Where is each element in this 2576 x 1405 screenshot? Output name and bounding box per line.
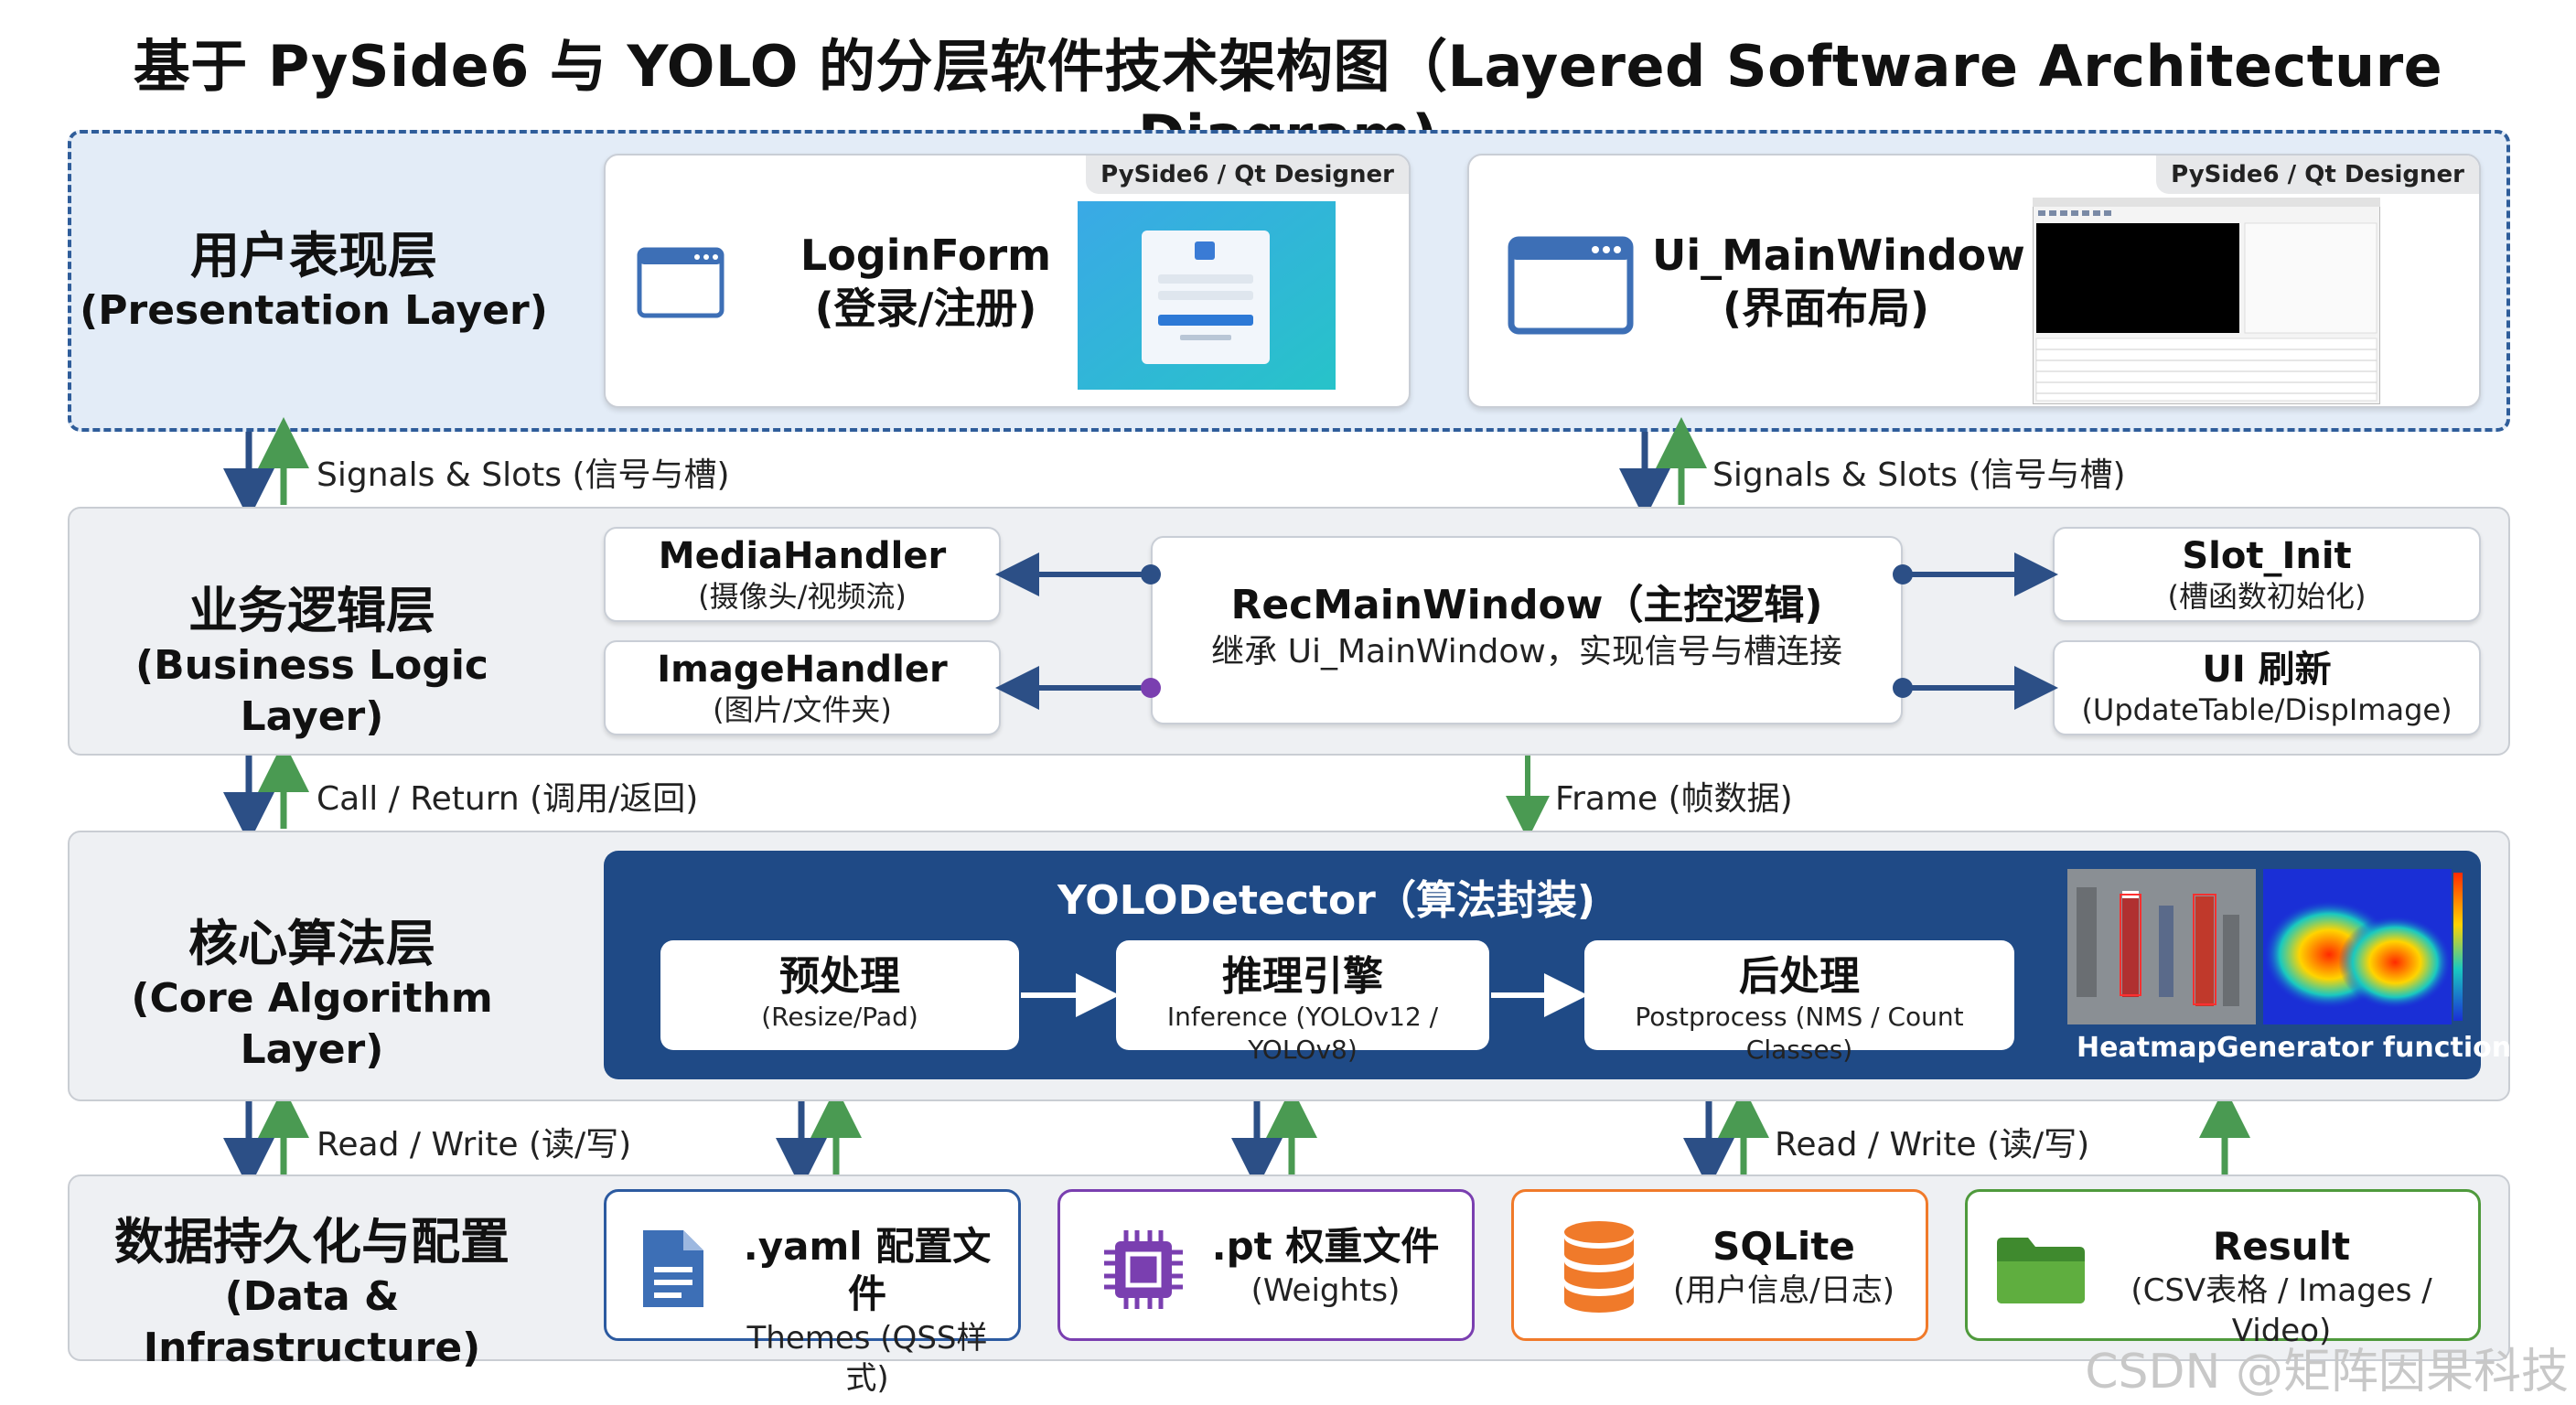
preprocess-sub: (Resize/Pad) [761,1002,918,1032]
data-layer-cn: 数据持久化与配置 [114,1213,510,1271]
heatmap-preview-image [2067,869,2463,1024]
data-layer-title: 数据持久化与配置 (Data & Infrastructure) [70,1213,554,1374]
read-write-right-label: Read / Write (读/写) [1775,1126,2090,1164]
slot-init-name: Slot_Init [2182,535,2352,577]
pipeline-arrows [1021,973,1588,1017]
inference-name: 推理引擎 [1222,953,1383,1000]
loginform-label: LoginForm (登录/注册) [761,229,1090,335]
yolodetector-title: YOLODetector（算法封装) [1057,877,1595,924]
folder-icon [1997,1238,2085,1303]
mediahandler-box[interactable]: MediaHandler (摄像头/视频流) [604,527,1001,622]
mainwindow-card[interactable]: PySide6 / Qt Designer Ui_MainWindow (界面布… [1467,154,2481,408]
database-icon [1564,1221,1634,1313]
loginform-name: LoginForm [800,231,1052,280]
result-name: Result [2212,1224,2351,1269]
signals-slots-left-label: Signals & Slots (信号与槽) [317,456,730,494]
inference-sub: Inference (YOLOv12 / YOLOv8) [1166,1002,1439,1065]
yaml-config-box[interactable]: .yaml 配置文件 Themes (QSS样式) [604,1189,1021,1397]
ui-refresh-name: UI 刷新 [2202,649,2332,691]
yaml-text: .yaml 配置文件 Themes (QSS样式) [725,1223,1009,1399]
recmainwindow-box[interactable]: RecMainWindow（主控逻辑) 继承 Ui_MainWindow，实现信… [1151,536,1903,724]
business-layer-cn: 业务逻辑层 [188,582,435,639]
mainwindow-label: Ui_MainWindow (界面布局) [1652,229,2025,335]
read-write-left-label: Read / Write (读/写) [317,1126,632,1164]
chip-icon [1104,1230,1183,1309]
ui-refresh-box[interactable]: UI 刷新 (UpdateTable/DispImage) [2053,640,2481,735]
core-layer-cn: 核心算法层 [188,915,435,972]
login-screenshot-thumbnail [1078,201,1336,390]
result-text: Result (CSV表格 / Images / Video) [2094,1223,2469,1351]
window-icon [637,247,724,318]
mediahandler-name: MediaHandler [658,535,947,577]
inference-stage[interactable]: 推理引擎 Inference (YOLOv12 / YOLOv8) [1116,940,1489,1065]
pt-name: .pt 权重文件 [1211,1224,1440,1269]
imagehandler-name: ImageHandler [657,649,948,691]
yaml-sub: Themes (QSS样式) [746,1320,988,1397]
presentation-layer-cn: 用户表现层 [190,227,437,284]
sqlite-name: SQLite [1712,1224,1855,1269]
slot-init-box[interactable]: Slot_Init (槽函数初始化) [2053,527,2481,622]
window-icon [1508,236,1634,335]
mainwindow-name: Ui_MainWindow [1652,231,2025,280]
heatmap-label: HeatmapGenerator function [2077,1032,2512,1064]
postprocess-stage[interactable]: 后处理 Postprocess (NMS / Count Classes) [1584,940,2014,1065]
preprocess-stage[interactable]: 预处理 (Resize/Pad) [660,940,1019,1050]
yolodetector-panel: YOLODetector（算法封装) 预处理 (Resize/Pad) 推理引擎… [604,851,2511,1079]
sqlite-text: SQLite (用户信息/日志) [1651,1223,1916,1311]
pt-sub: (Weights) [1250,1272,1401,1309]
result-sub: (CSV表格 / Images / Video) [2131,1272,2432,1349]
postprocess-name: 后处理 [1739,953,1860,1000]
pt-weights-box[interactable]: .pt 权重文件 (Weights) [1057,1189,1475,1341]
core-layer-title: 核心算法层 (Core Algorithm Layer) [70,915,554,1076]
core-layer-en: (Core Algorithm Layer) [131,975,493,1073]
result-box[interactable]: Result (CSV表格 / Images / Video) [1965,1189,2481,1349]
imagehandler-sub: (图片/文件夹) [713,692,892,727]
postprocess-sub: Postprocess (NMS / Count Classes) [1635,1002,1964,1065]
document-icon [643,1230,703,1307]
recmainwindow-name: RecMainWindow（主控逻辑) [1230,582,1823,628]
frame-label: Frame (帧数据) [1555,780,1793,818]
preprocess-name: 预处理 [779,953,900,1000]
mainwindow-screenshot-thumbnail [2033,198,2380,404]
business-layer-en: (Business Logic Layer) [134,642,489,740]
mainwindow-tag: PySide6 / Qt Designer [2156,156,2479,194]
loginform-card[interactable]: PySide6 / Qt Designer LoginForm (登录/注册) [604,154,1411,408]
business-layer-title: 业务逻辑层 (Business Logic Layer) [70,582,554,743]
slot-init-sub: (槽函数初始化) [2167,579,2367,614]
data-layer-en: (Data & Infrastructure) [143,1273,481,1371]
presentation-layer-en: (Presentation Layer) [80,287,548,334]
yaml-name: .yaml 配置文件 [743,1224,992,1316]
mainwindow-sub: (界面布局) [1722,284,1930,333]
imagehandler-box[interactable]: ImageHandler (图片/文件夹) [604,640,1001,735]
loginform-tag: PySide6 / Qt Designer [1086,156,1409,194]
sqlite-sub: (用户信息/日志) [1673,1272,1894,1309]
pt-text: .pt 权重文件 (Weights) [1197,1223,1454,1311]
sqlite-box[interactable]: SQLite (用户信息/日志) [1511,1189,1928,1341]
signals-slots-right-label: Signals & Slots (信号与槽) [1712,456,2126,494]
ui-refresh-sub: (UpdateTable/DispImage) [2081,692,2453,727]
presentation-layer-title: 用户表现层 (Presentation Layer) [71,227,556,337]
recmainwindow-sub: 继承 Ui_MainWindow，实现信号与槽连接 [1211,633,1842,670]
watermark: CSDN @矩阵因果科技 [2085,1345,2569,1400]
mediahandler-sub: (摄像头/视频流) [698,579,907,614]
call-return-label: Call / Return (调用/返回) [317,780,699,818]
loginform-sub: (登录/注册) [814,284,1037,333]
